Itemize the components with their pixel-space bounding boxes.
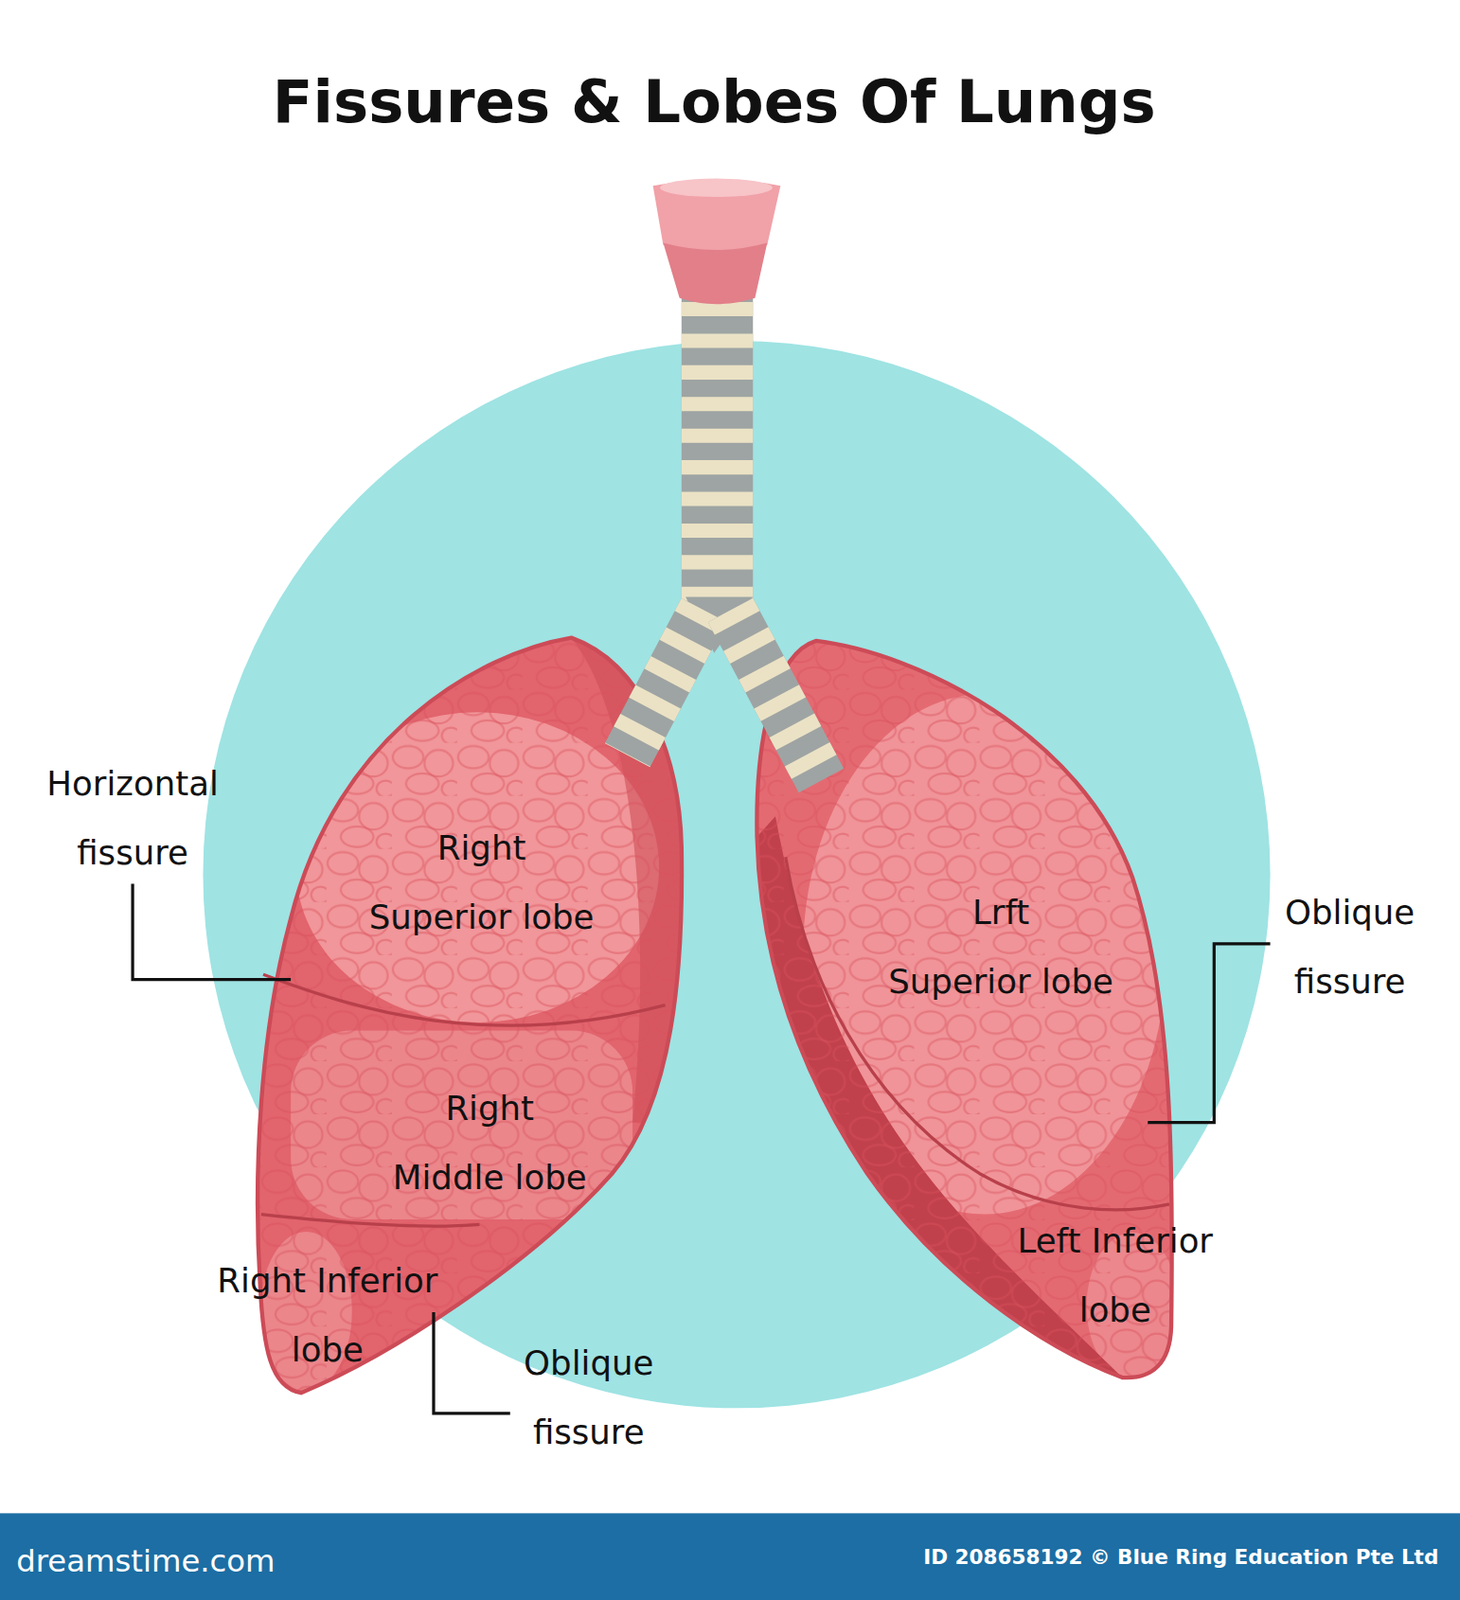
- oblique-fissure-line: [785, 856, 1170, 1210]
- bronchus: [627, 610, 705, 756]
- trachea: [681, 298, 753, 611]
- larynx: [662, 243, 767, 305]
- bronchus: [730, 610, 822, 782]
- oblique-fissure-line: [261, 1214, 481, 1228]
- callout-label: Oblique fissure: [523, 1329, 654, 1468]
- callout-label: Oblique fissure: [1284, 878, 1415, 1017]
- trachea-rings: [681, 302, 753, 610]
- leader-line: [1147, 943, 1270, 1123]
- lobe-label: Right Middle lobe: [392, 1074, 588, 1213]
- watermark: dreamstime.com: [16, 1530, 275, 1593]
- lobe-label: Right Superior lobe: [369, 814, 595, 953]
- footer-bar: [0, 1513, 1460, 1600]
- leader-line: [433, 1312, 511, 1414]
- larynx-top: [659, 178, 773, 197]
- diagram-title: Fissures & Lobes Of Lungs: [272, 66, 1157, 138]
- credit-line: ID 208658192 © Blue Ring Education Pte L…: [923, 1536, 1439, 1579]
- lobe-label: Right Inferior lobe: [216, 1246, 438, 1386]
- lobe-label: Lrft Superior lobe: [888, 878, 1114, 1017]
- horizontal-fissure-line: [263, 974, 666, 1026]
- leader-line: [132, 883, 291, 980]
- bronchus-rings: [730, 610, 822, 782]
- bronchus-rings: [627, 610, 705, 756]
- callout-label: Horizontal fissure: [46, 749, 219, 889]
- lobe-label: Left Inferior lobe: [1017, 1207, 1213, 1346]
